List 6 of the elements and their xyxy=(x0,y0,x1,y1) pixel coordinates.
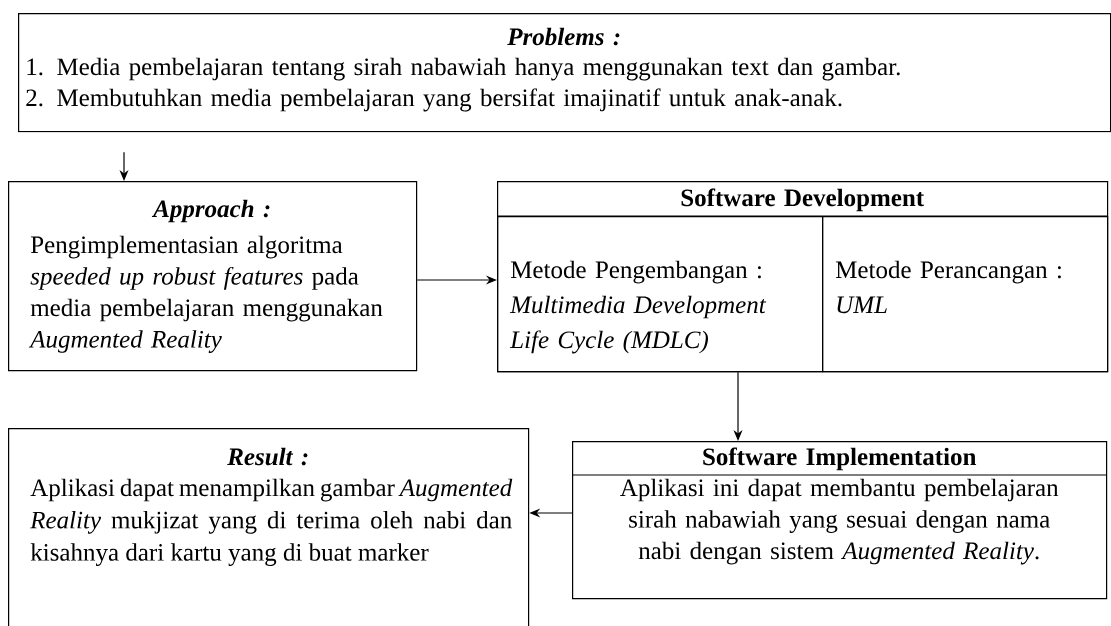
result-box: Result : Aplikasi dapat menampilkan gambarAugmented Reality mukjizat yang di terima oleh nabi dan kisahnya dari kartu yang di buat marker xyxy=(8,428,530,626)
method-cell: Metode Perancangan : UML xyxy=(822,216,1109,373)
implementation-box: Software Implementation Aplikasi ini dapat membantu pembelajaran sirah nabawiah yang sesuai dengan nama nabi dengan sistem Augmented Reality. xyxy=(571,441,1108,600)
method-cell: Metode Pengembangan : Multimedia Development Life Cycle (MDLC) xyxy=(497,216,824,373)
approach-box: Approach : Pengimplementasian algoritma speeded up robust features pada media pembelajaran menggunakan Augmented Reality xyxy=(8,181,418,372)
problem-box: Problems : 1. Media pembelajaran tentang sirah nabawiah hanya menggunakan text dan gambar. 2. Membutuhkan media pembelajaran yang bersifat imajinatif untuk anak-anak. xyxy=(18,13,1111,133)
